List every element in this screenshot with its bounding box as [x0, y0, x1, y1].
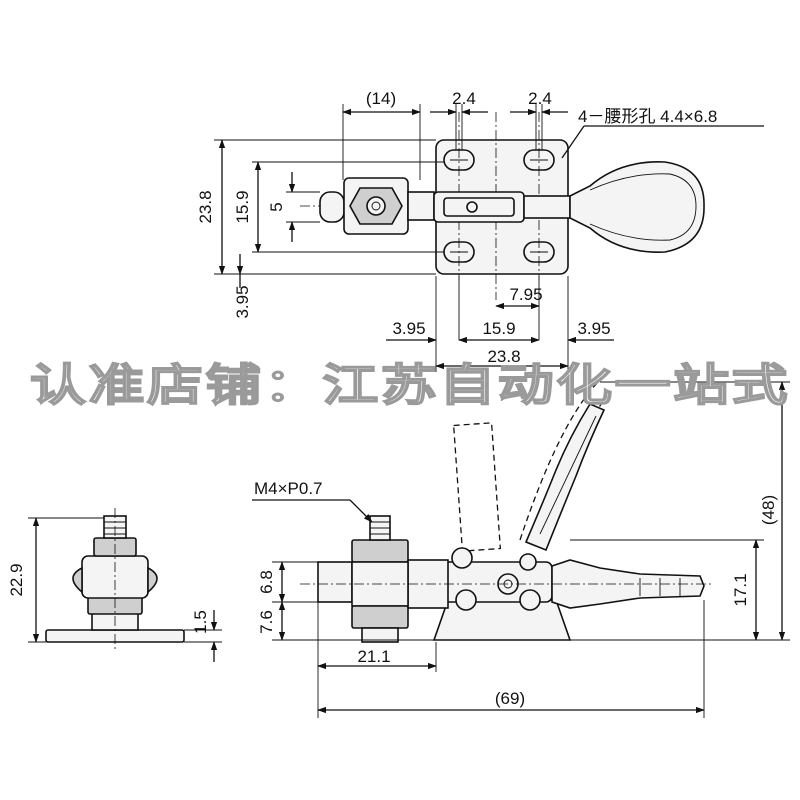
thread-note: M4×P0.7 — [254, 479, 323, 498]
open-arm-ghost — [452, 422, 502, 552]
dim-7-6: 7.6 — [257, 610, 276, 634]
front-view: M4×P0.7 6.8 7.6 17.1 (48) 21.1 (69) — [252, 379, 790, 718]
slot-holes — [443, 149, 555, 263]
dim-48: (48) — [759, 495, 778, 525]
dim-3-95-vertical: 3.95 — [233, 285, 252, 318]
dim-15-9-horizontal: 15.9 — [482, 319, 515, 338]
front-spindle — [351, 515, 409, 643]
dim-3-95-left: 3.95 — [392, 319, 425, 338]
dim-2-4-right: 2.4 — [528, 89, 552, 108]
dim-1-5: 1.5 — [191, 610, 210, 634]
shop-watermark: 认准店铺：江苏自动化一站式 — [30, 360, 790, 411]
dim-14: (14) — [366, 89, 396, 108]
dim-5-vertical: 5 — [267, 202, 286, 211]
slot-note: 4－腰形孔 4.4×6.8 — [578, 107, 717, 126]
open-handle — [524, 402, 606, 552]
dim-15-9-vertical: 15.9 — [233, 190, 252, 223]
dim-21-1: 21.1 — [357, 647, 390, 666]
dim-7-95: 7.95 — [509, 285, 542, 304]
dim-23-8-horizontal: 23.8 — [487, 347, 520, 366]
top-view: (14) 2.4 2.4 4－腰形孔 4.4×6.8 23.8 15.9 5 3… — [196, 89, 764, 372]
dim-23-8-vertical: 23.8 — [196, 190, 215, 223]
dim-6-8: 6.8 — [257, 570, 276, 594]
spindle-head — [319, 177, 435, 235]
dim-2-4-left: 2.4 — [452, 89, 476, 108]
dim-22-9: 22.9 — [7, 563, 26, 596]
dim-17-1: 17.1 — [731, 573, 750, 606]
dim-3-95-right: 3.95 — [577, 319, 610, 338]
open-handle-ghost — [519, 379, 601, 541]
dim-69: (69) — [495, 689, 525, 708]
side-view: 22.9 1.5 — [7, 508, 222, 662]
front-base — [432, 599, 572, 641]
clamp-arm — [433, 191, 571, 223]
